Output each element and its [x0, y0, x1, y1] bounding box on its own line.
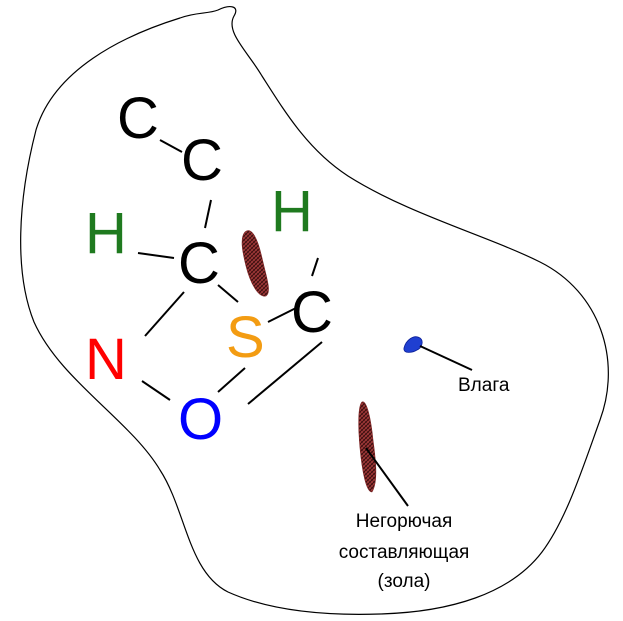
ash-label-line-1: Негорючая	[356, 511, 453, 532]
bond-h-c4	[311, 257, 319, 277]
bond-c3-n	[144, 291, 185, 337]
atom-hydrogen-1: H	[85, 201, 127, 266]
atom-sulfur: S	[226, 305, 265, 370]
atom-carbon-1: C	[117, 86, 159, 151]
bond-s-c4	[267, 307, 297, 323]
bond-o-s	[217, 367, 246, 393]
ash-label-line-2: составляющая	[339, 542, 470, 563]
ash-particle-1	[241, 230, 269, 297]
atom-carbon-4: C	[291, 280, 333, 345]
moisture-droplet	[403, 336, 423, 353]
atom-carbon-3: C	[178, 231, 220, 296]
ash-leader-line	[365, 447, 409, 507]
bond-c2-c3	[204, 199, 212, 229]
bond-h-c3	[137, 252, 175, 259]
moisture-label: Влага	[458, 375, 510, 396]
atom-hydrogen-2: H	[271, 179, 313, 244]
bond-c3-s	[217, 284, 239, 303]
atom-carbon-2: C	[181, 128, 223, 193]
atom-oxygen: O	[178, 387, 223, 452]
atom-nitrogen: N	[85, 327, 127, 392]
bond-o-c4	[247, 341, 323, 405]
ash-label-line-3: (зола)	[378, 571, 431, 592]
fuel-particle-outline	[20, 6, 609, 615]
bond-n-o	[141, 380, 171, 401]
moisture-leader-line	[419, 345, 473, 371]
bond-c1-c2	[159, 139, 183, 153]
ash-particle-2	[358, 401, 377, 493]
